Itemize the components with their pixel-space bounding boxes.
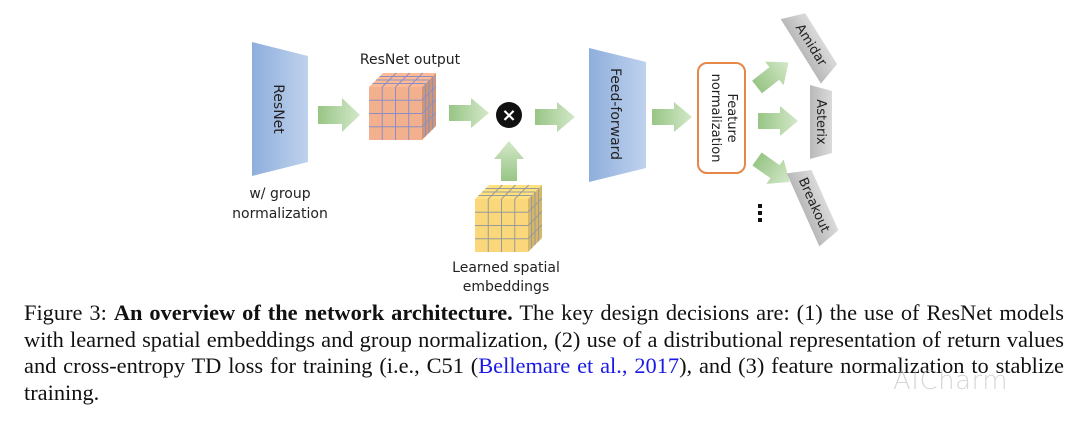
citation-sep: , — [621, 353, 635, 378]
head-asterix-label: Asterix — [813, 99, 828, 145]
feature-normalization-block: Feature normalization — [697, 62, 746, 174]
cube-grid-line — [527, 224, 543, 240]
cube-grid-line — [421, 99, 437, 114]
architecture-diagram: ResNet w/ group normalization ResNet out… — [232, 13, 839, 295]
spatial-embeddings-cube — [475, 184, 543, 252]
feature-norm-label-1: Feature — [724, 93, 739, 142]
resnet-output-cube — [369, 72, 437, 140]
cube-grid-line — [514, 184, 530, 200]
resnet-block: ResNet — [252, 42, 308, 176]
more-heads-ellipsis-icon — [758, 204, 762, 222]
arrow-icon — [318, 98, 360, 132]
watermark: AICharm — [893, 366, 1009, 396]
figure-caption: Figure 3: An overview of the network arc… — [24, 300, 1064, 406]
arrow-icon — [494, 141, 524, 181]
arrow-icon — [535, 102, 575, 132]
caption-body-2: ), and (3) feature normalization to stab… — [24, 353, 1064, 405]
citation-year[interactable]: 2017 — [634, 353, 680, 378]
arrow-icon — [652, 102, 692, 132]
resnet-sublabel-1: w/ group — [249, 186, 310, 202]
embeddings-label-1: Learned spatial — [452, 260, 560, 276]
arrow-icon — [752, 152, 790, 184]
resnet-output-label: ResNet output — [360, 52, 461, 68]
feedforward-block: Feed-forward — [589, 48, 646, 182]
head-breakout: Breakout — [786, 169, 839, 247]
cube-grid-line — [527, 211, 543, 226]
multiply-operator: × — [496, 102, 522, 128]
citation-authors[interactable]: Bellemare et al. — [478, 353, 622, 378]
embeddings-label-2: embeddings — [463, 279, 549, 295]
resnet-sublabel-2: normalization — [232, 206, 328, 222]
arrow-icon — [449, 98, 489, 128]
feature-norm-label-2: normalization — [708, 74, 723, 163]
arrow-icon — [758, 106, 798, 136]
citation-link[interactable]: Bellemare et al., 2017 — [478, 353, 679, 378]
feedforward-label: Feed-forward — [607, 68, 623, 160]
cube-grid-line — [408, 72, 424, 88]
head-amidar: Amidar — [780, 13, 838, 84]
cube-grid-line — [421, 112, 437, 128]
caption-prefix: Figure 3: — [24, 300, 114, 325]
caption-body-1: The key design decisions are: (1) the us… — [24, 300, 1065, 378]
arrow-icon — [752, 61, 789, 94]
caption-title: An overview of the network architecture. — [113, 300, 513, 325]
head-asterix: Asterix — [810, 85, 832, 159]
multiply-icon: × — [501, 105, 516, 126]
resnet-label: ResNet — [270, 84, 286, 134]
